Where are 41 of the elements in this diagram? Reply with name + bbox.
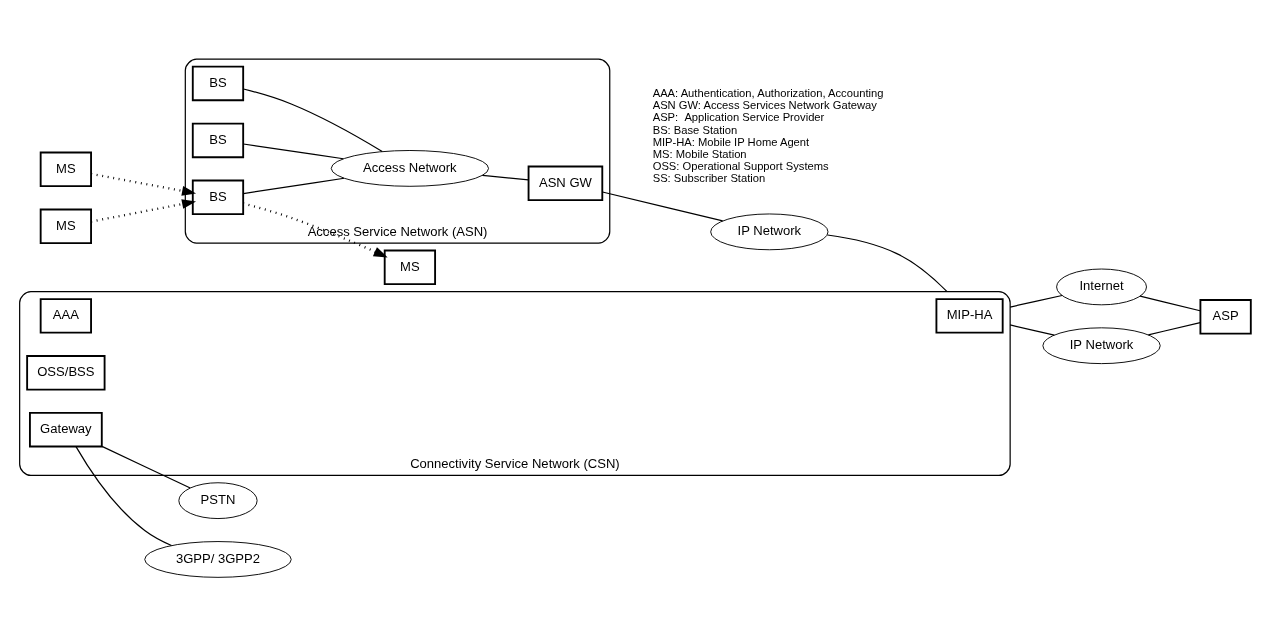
- label: OSS: Operational Support Systems: [652, 159, 829, 172]
- node-box: BS: [191, 179, 245, 216]
- connector: [242, 88, 383, 153]
- label: ASN GW: Access Services Network Gateway: [652, 99, 877, 112]
- connector: [826, 234, 948, 293]
- node-box: BS: [191, 122, 245, 159]
- node-box: ASP: [1199, 299, 1252, 335]
- node-ellipse: IP Network: [1042, 327, 1161, 365]
- connector: [75, 446, 173, 547]
- node-box: ASN GW: [527, 165, 604, 202]
- connector: [242, 177, 345, 195]
- label: BS: Base Station: [652, 123, 738, 136]
- arrow: [91, 199, 197, 223]
- node-box: AAA: [39, 298, 92, 334]
- connector: [1139, 295, 1201, 312]
- node-box: MS: [383, 249, 437, 286]
- node-box: OSS/BSS: [26, 355, 106, 391]
- node-box: BS: [191, 65, 245, 102]
- connector: [1147, 322, 1201, 336]
- label: MS: Mobile Station: [652, 147, 747, 160]
- connector: [601, 191, 724, 222]
- node-box: MS: [39, 208, 92, 244]
- connector: [1009, 324, 1055, 336]
- label: SS: Subscriber Station: [652, 172, 766, 185]
- connector: [101, 445, 191, 489]
- label: AAA: Authentication, Authorization, Accounting: [652, 87, 884, 100]
- node-box: Gateway: [29, 412, 103, 448]
- arrow: [242, 202, 388, 258]
- label: MIP-HA: Mobile IP Home Agent: [652, 135, 810, 148]
- connector: [481, 174, 529, 181]
- node-ellipse: PSTN: [178, 482, 258, 519]
- node-ellipse: Access Network: [330, 150, 490, 187]
- node-ellipse: Internet: [1056, 268, 1147, 306]
- node-box: MS: [39, 151, 92, 188]
- connector: [242, 143, 344, 160]
- node-ellipse: IP Network: [710, 213, 829, 251]
- label: ASP: Application Service Provider: [652, 111, 825, 124]
- connector: [1009, 294, 1063, 308]
- node-box: MIP-HA: [935, 298, 1004, 334]
- arrow: [91, 172, 197, 196]
- node-ellipse: 3GPP/ 3GPP2: [144, 541, 292, 578]
